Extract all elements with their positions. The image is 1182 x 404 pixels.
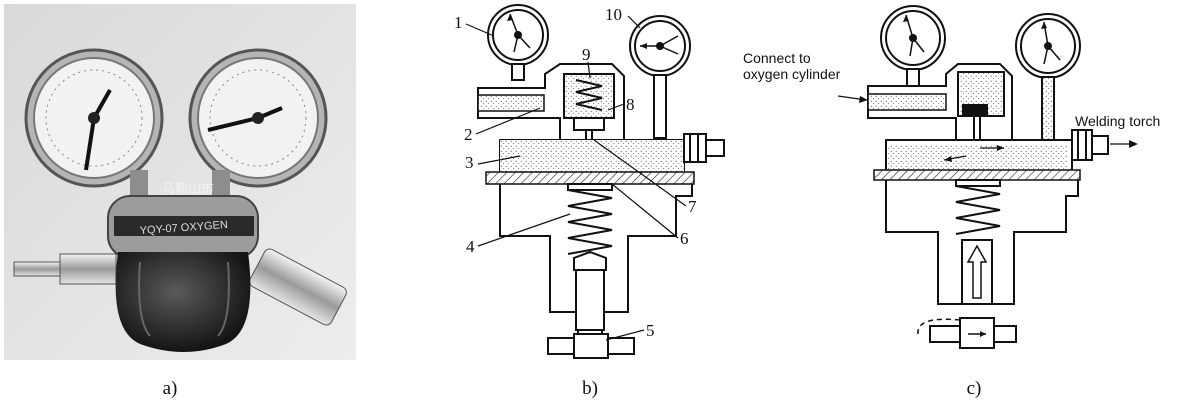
right-pressure-gauge: [188, 48, 328, 188]
panel-a-photo: YQY-07 OXYGEN 马鞍山市: [4, 4, 356, 360]
callout-5: 5: [646, 321, 655, 340]
high-pressure-gauge: [487, 4, 549, 81]
left-pressure-gauge: [24, 48, 164, 188]
callout-1: 1: [454, 13, 463, 32]
callout-3: 3: [465, 153, 474, 172]
caption-c: c): [967, 378, 982, 399]
cylinder-fitting: [249, 248, 347, 326]
adjusting-knob: [115, 252, 251, 352]
regulator-body: YQY-07 OXYGEN: [107, 195, 259, 259]
panel-c-diagram: [867, 5, 1109, 349]
callout-10: 10: [605, 5, 622, 24]
outlet-label: Welding torch: [1075, 113, 1160, 129]
callout-4: 4: [466, 237, 475, 256]
callout-2: 2: [464, 125, 473, 144]
callout-7: 7: [688, 197, 697, 216]
caption-a: a): [163, 378, 178, 399]
pressure-spring: [567, 189, 613, 255]
inlet-arrow: [837, 95, 868, 103]
c-left-gauge: [880, 5, 946, 90]
callout-9: 9: [582, 45, 591, 64]
panel-b-diagram: [477, 4, 725, 359]
c-right-gauge: [1015, 13, 1081, 142]
inlet-label-line2: oxygen cylinder: [743, 66, 841, 82]
outlet-fitting: [683, 133, 725, 163]
callout-6: 6: [680, 229, 689, 248]
outlet-arrow: [1110, 140, 1138, 148]
diaphragm: [485, 171, 695, 185]
inlet-label-line1: Connect to: [743, 50, 811, 66]
panel-b-callouts: 1 10 9 8 2 3 7 6 4 5: [454, 5, 697, 341]
c-outlet-fitting: [1071, 129, 1109, 161]
caption-b: b): [582, 378, 598, 399]
callout-8: 8: [626, 95, 635, 114]
low-pressure-gauge: [629, 15, 691, 140]
watermark: 马鞍山市: [162, 181, 214, 196]
hose-nozzle: [13, 253, 117, 285]
high-pressure-spring: [575, 79, 603, 111]
